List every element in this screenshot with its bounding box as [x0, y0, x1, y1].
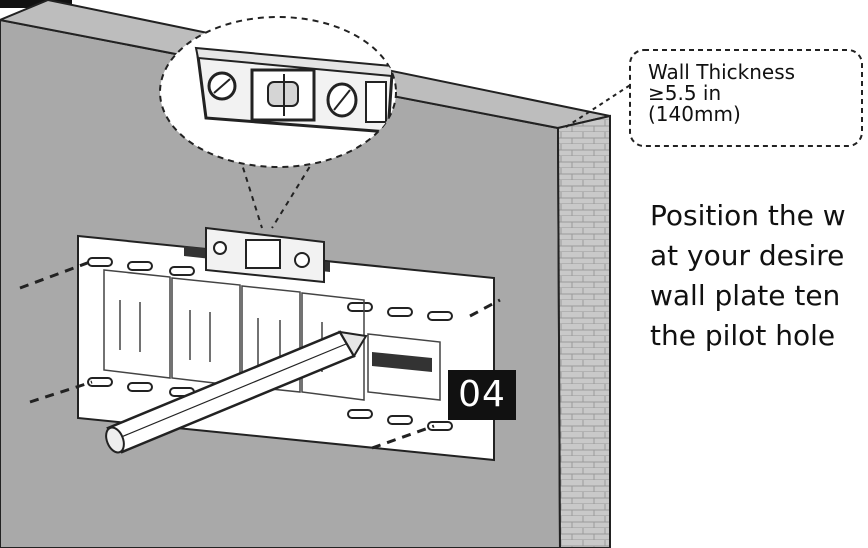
zoom-bubble [159, 16, 397, 229]
instruction-text: Position the w at your desire wall plate… [650, 196, 868, 356]
instruction-line-1: Position the w [650, 199, 846, 232]
wall-side-brick [556, 114, 611, 548]
callout-line-2: ≥5.5 in [648, 81, 722, 105]
slot-hole-icon [87, 257, 453, 431]
instruction-line-4: the pilot hole [650, 319, 836, 352]
instruction-line-3: wall plate ten [650, 279, 841, 312]
wall-thickness-callout: Wall Thickness ≥5.5 in (140mm) [648, 62, 858, 125]
hole-guide-lines [19, 260, 501, 450]
pencil-icon [105, 330, 368, 454]
instruction-line-2: at your desire [650, 239, 845, 272]
callout-line-3: (140mm) [648, 102, 741, 126]
callout-line-1: Wall Thickness [648, 60, 796, 84]
thickness-callout-box [629, 49, 863, 147]
small-level-icon [205, 226, 325, 284]
thickness-leader [565, 79, 639, 128]
step-number-badge: 04 [448, 370, 516, 420]
spirit-level-icon [194, 46, 394, 134]
